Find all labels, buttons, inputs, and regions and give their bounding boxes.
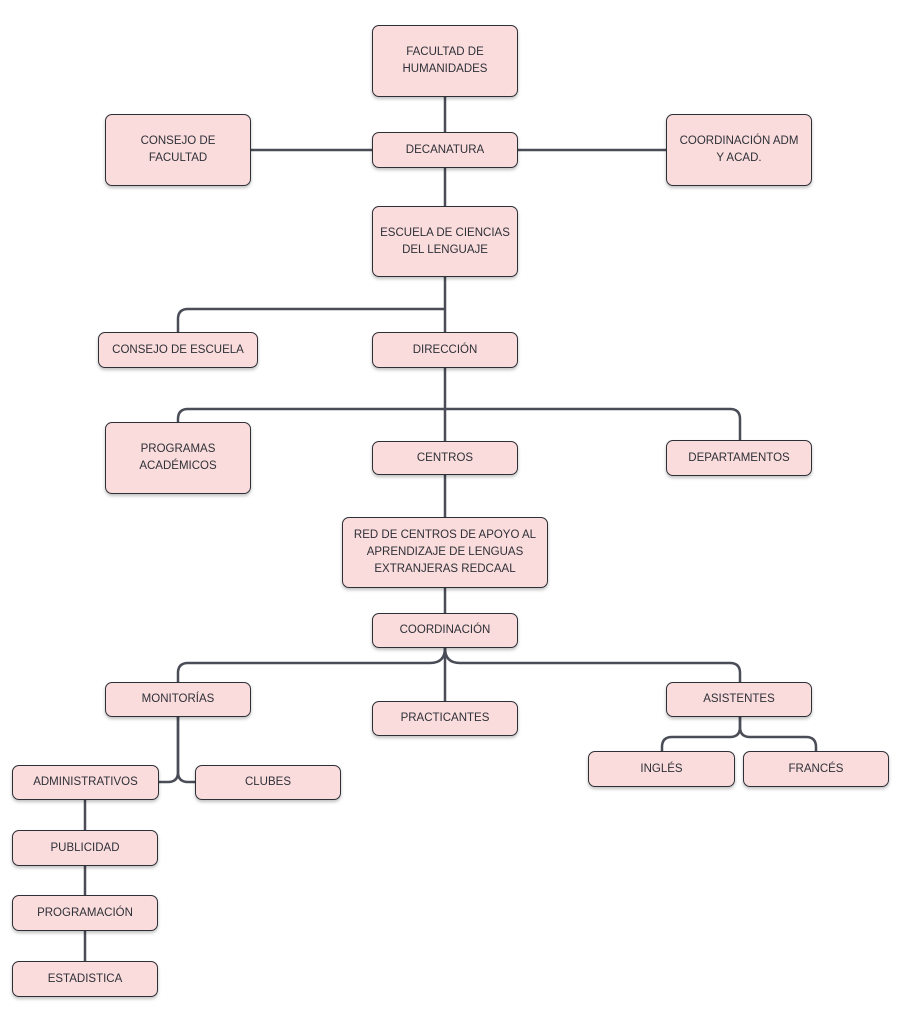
node-coordinacion: COORDINACIÓN (372, 613, 518, 648)
connector-escuela-consejo-escuela (176, 307, 445, 332)
node-estadistica: ESTADISTICA (12, 961, 158, 997)
node-clubes: CLUBES (195, 765, 341, 800)
node-departamentos: DEPARTAMENTOS (666, 440, 812, 476)
node-centros: CENTROS (372, 441, 518, 475)
node-facultad-humanidades: FACULTAD DE HUMANIDADES (372, 25, 518, 97)
node-practicantes: PRACTICANTES (372, 701, 518, 736)
connector-asistentes-frances (738, 717, 818, 751)
node-redcaal: RED DE CENTROS DE APOYO AL APRENDIZAJE D… (342, 517, 548, 588)
connector-asistentes-ingles (660, 717, 742, 751)
node-consejo-escuela: CONSEJO DE ESCUELA (98, 332, 258, 368)
connector-direccion-programas (176, 407, 445, 422)
connector-direccion-departamentos (445, 407, 742, 440)
node-decanatura: DECANATURA (372, 132, 518, 168)
node-escuela-ciencias-lenguaje: ESCUELA DE CIENCIAS DEL LENGUAJE (372, 206, 518, 277)
node-monitorias: MONITORÍAS (105, 682, 251, 717)
connector-coordinacion-monitorias (176, 647, 447, 682)
node-coordinacion-adm-acad: COORDINACIÓN ADM Y ACAD. (666, 114, 812, 186)
node-consejo-facultad: CONSEJO DE FACULTAD (105, 114, 251, 186)
connector-monitorias-administrativos (159, 717, 180, 784)
connector-coordinacion-asistentes (443, 647, 742, 682)
node-programacion: PROGRAMACIÓN (12, 895, 158, 931)
node-frances: FRANCÉS (743, 751, 889, 787)
node-programas-academicos: PROGRAMAS ACADÉMICOS (105, 422, 251, 494)
node-publicidad: PUBLICIDAD (12, 830, 158, 866)
node-administrativos: ADMINISTRATIVOS (12, 765, 159, 800)
node-direccion: DIRECCIÓN (372, 332, 518, 368)
connector-monitorias-clubes (176, 717, 195, 784)
node-asistentes: ASISTENTES (666, 682, 812, 717)
node-ingles: INGLÉS (588, 751, 735, 787)
